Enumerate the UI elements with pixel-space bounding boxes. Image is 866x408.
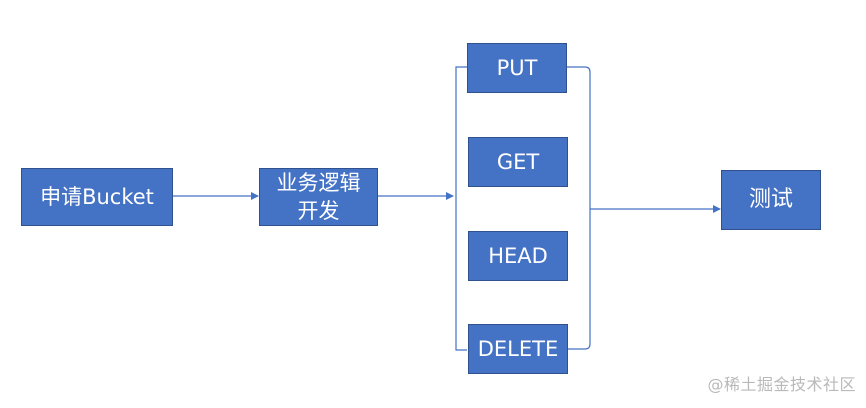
watermark-text: @稀土掘金技术社区 bbox=[707, 375, 856, 394]
put-box: PUT bbox=[467, 43, 567, 93]
test-box: 测试 bbox=[721, 170, 821, 230]
business-logic-dev-box: 业务逻辑 开发 bbox=[259, 168, 378, 226]
head-box: HEAD bbox=[468, 231, 568, 281]
apply-bucket-box: 申请Bucket bbox=[21, 168, 173, 226]
get-box: GET bbox=[468, 137, 568, 187]
right-bracket bbox=[567, 66, 591, 350]
left-bracket bbox=[455, 66, 467, 351]
delete-box: DELETE bbox=[468, 324, 568, 374]
